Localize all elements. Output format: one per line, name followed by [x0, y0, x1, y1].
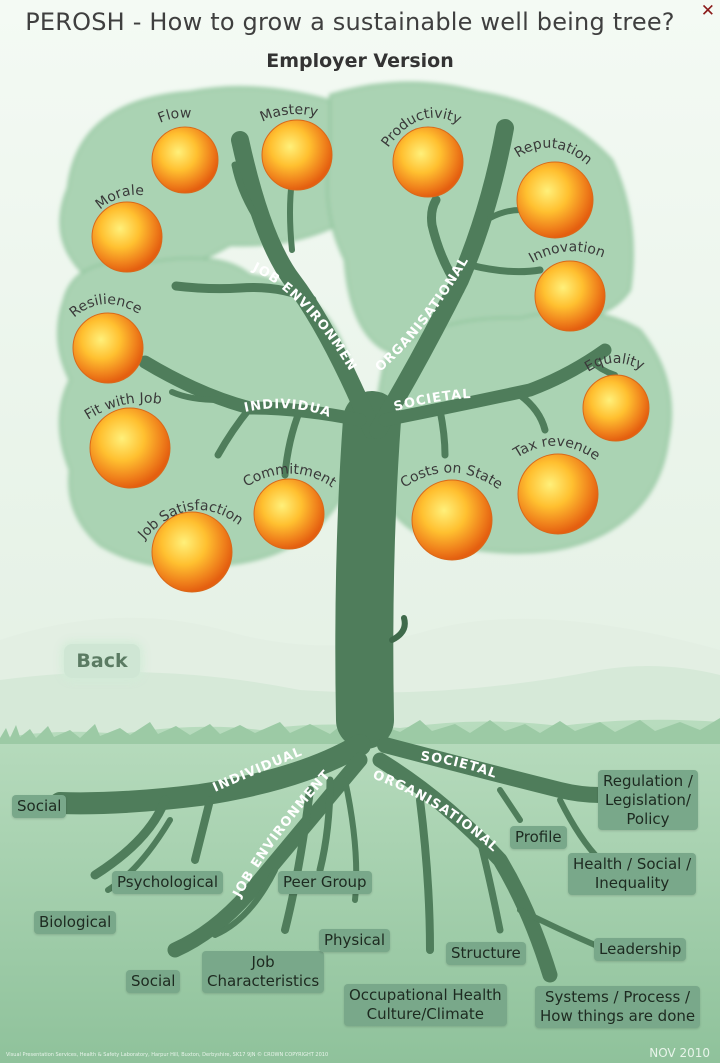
- root-box-psychological: Psychological: [112, 871, 223, 894]
- fruit-reputation: [517, 162, 593, 238]
- root-box-peer-group: Peer Group: [278, 871, 372, 894]
- root-box-biological: Biological: [34, 911, 116, 934]
- fruit-innovation: [535, 261, 605, 331]
- footer-credit: Visual Presentation Services, Health & S…: [6, 1052, 328, 1058]
- fruit-equality: [583, 375, 649, 441]
- fruit-fit-with-job: [90, 408, 170, 488]
- root-box-health-social: Health / Social / Inequality: [568, 853, 696, 895]
- root-box-physical: Physical: [319, 929, 390, 952]
- root-box-social-bottom: Social: [126, 970, 180, 993]
- root-box-systems: Systems / Process / How things are done: [535, 986, 700, 1028]
- close-icon[interactable]: ✕: [701, 3, 715, 20]
- fruit-productivity: [393, 127, 463, 197]
- root-box-job-characteristics: Job Characteristics: [202, 951, 324, 993]
- page-subtitle: Employer Version: [0, 50, 720, 72]
- back-button[interactable]: Back: [64, 644, 140, 678]
- root-box-occupational-health: Occupational Health Culture/Climate: [344, 984, 507, 1026]
- page-title: PEROSH - How to grow a sustainable well …: [0, 8, 700, 36]
- fruit-mastery: [262, 120, 332, 190]
- fruit-commitment: [254, 479, 324, 549]
- footer-date: NOV 2010: [649, 1046, 710, 1060]
- fruit-resilience: [73, 313, 143, 383]
- root-box-profile: Profile: [510, 826, 567, 849]
- root-box-leadership: Leadership: [594, 938, 686, 961]
- root-box-social-left: Social: [12, 795, 66, 818]
- fruit-costs-on-state: [412, 480, 492, 560]
- fruit-flow: [152, 127, 218, 193]
- root-box-structure: Structure: [446, 942, 526, 965]
- fruit-tax-revenue: [518, 454, 598, 534]
- root-box-regulation: Regulation / Legislation/ Policy: [598, 770, 698, 830]
